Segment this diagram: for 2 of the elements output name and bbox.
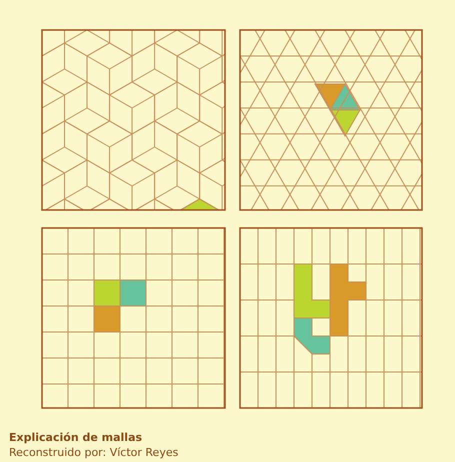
- caption: Reconstruido por: Víctor Reyes: [9, 446, 178, 459]
- title: Explicación de mallas: [9, 431, 142, 444]
